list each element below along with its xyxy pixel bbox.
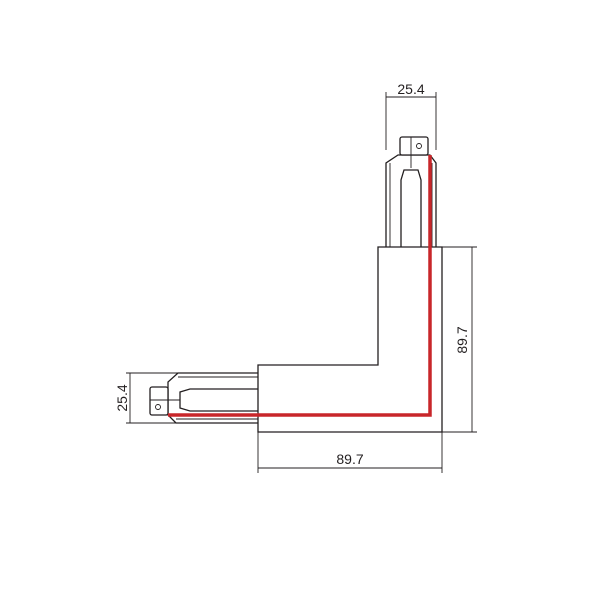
conductor-path: [168, 155, 432, 417]
dimension-bottom: 89.7: [257, 432, 443, 473]
dimension-top-label: 25.4: [397, 81, 424, 97]
dimension-right-label: 89.7: [454, 326, 470, 353]
l-body: [257, 246, 443, 433]
dimension-right: 89.7: [442, 246, 477, 433]
dimension-bottom-label: 89.7: [336, 451, 363, 467]
left-connector: [149, 372, 258, 424]
dimension-left-label: 25.4: [114, 384, 130, 411]
dimension-left: 25.4: [114, 372, 178, 424]
top-connector: [385, 136, 437, 247]
dimension-top: 25.4: [385, 81, 437, 150]
